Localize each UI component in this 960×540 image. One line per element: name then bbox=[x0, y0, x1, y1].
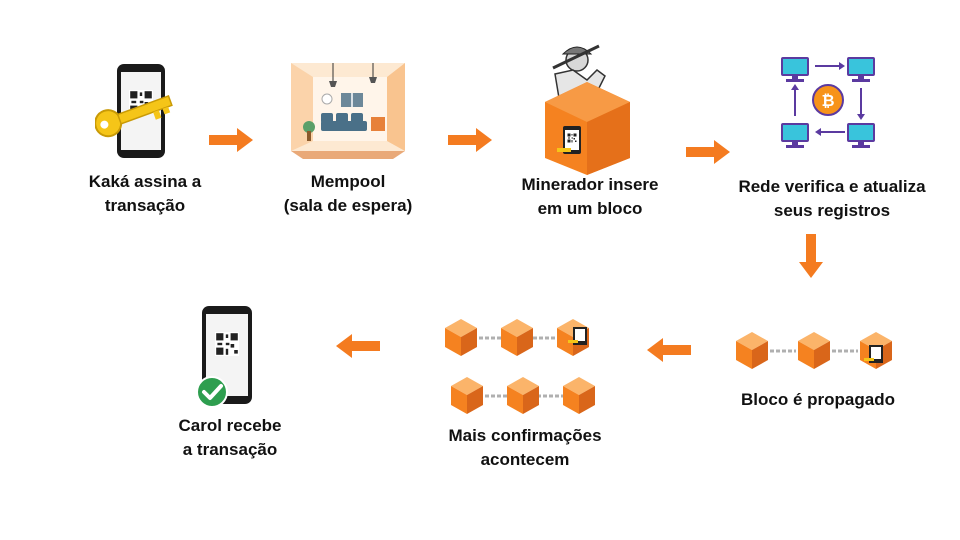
arrow-right-2 bbox=[448, 128, 492, 152]
arrow-right-3 bbox=[686, 140, 730, 164]
network-bitcoin-icon: ₿ bbox=[775, 50, 885, 155]
confirmations-icon bbox=[437, 312, 607, 422]
waiting-room-icon bbox=[283, 55, 413, 165]
chain-blocks-icon bbox=[728, 325, 898, 375]
arrow-right-1 bbox=[209, 128, 253, 152]
arrow-left-1 bbox=[647, 338, 691, 362]
step-5-label: Bloco é propagado bbox=[741, 390, 895, 409]
miner-block-icon bbox=[525, 40, 645, 175]
arrow-down bbox=[799, 234, 823, 278]
phone-check-icon bbox=[190, 302, 270, 412]
svg-text:₿: ₿ bbox=[821, 91, 834, 110]
phone-key-icon bbox=[94, 60, 195, 165]
arrow-left-2 bbox=[336, 334, 380, 358]
step-2-label: Mempool(sala de espera) bbox=[283, 172, 413, 215]
